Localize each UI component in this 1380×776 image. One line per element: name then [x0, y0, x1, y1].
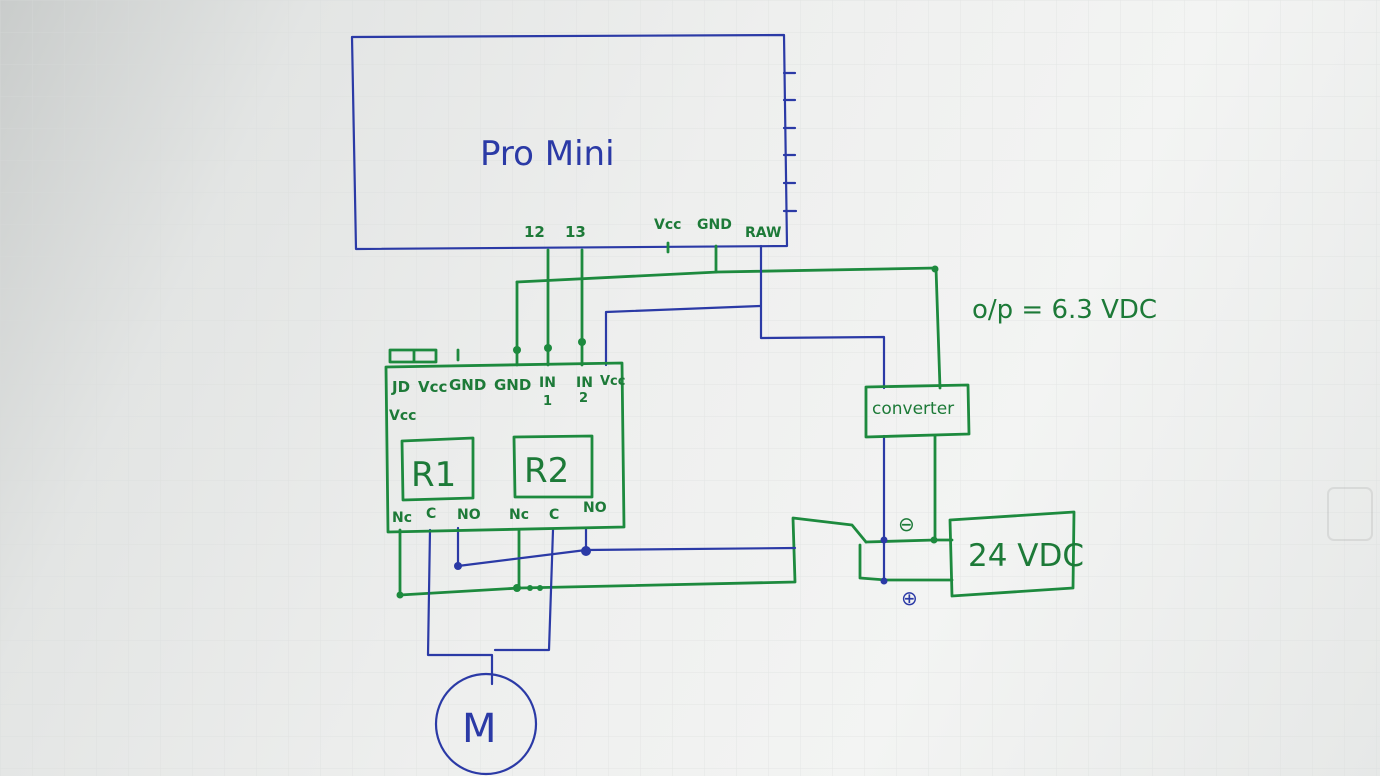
converter-label: converter: [872, 399, 954, 419]
converter-block: converter: [864, 383, 971, 439]
relay-r1-label: R1: [411, 455, 456, 495]
header-jd-vcc-label: Vcc: [389, 408, 416, 424]
header-vcc-label: Vcc: [418, 378, 447, 396]
pro-mini-board: Pro Mini: [350, 33, 798, 251]
relay-r2-box: [512, 434, 594, 499]
header-gnd2-label: GND: [494, 376, 531, 394]
header-jd-label: JD: [391, 378, 410, 396]
supply-plus-sign: ⊕: [901, 586, 918, 610]
contact-r1-nc: Nc: [392, 510, 412, 526]
supply-block: 24 VDC ⊖ ⊕: [898, 510, 1084, 610]
header-in1-label: IN: [539, 375, 556, 391]
relay-r2-label: R2: [524, 451, 569, 491]
board-pin-labels: 12 13 Vcc GND RAW: [524, 217, 781, 241]
junction-dots: [396, 265, 939, 599]
contact-r2-no: NO: [583, 500, 607, 516]
pin-13-label: 13: [565, 223, 586, 241]
contact-r2-nc: Nc: [509, 507, 529, 523]
output-voltage-note: o/p = 6.3 VDC: [972, 295, 1157, 325]
header-in2-label: IN: [576, 375, 593, 391]
motor-label: M: [462, 706, 497, 752]
header-gnd-label: GND: [449, 376, 486, 394]
blue-wiring: [426, 244, 886, 686]
motor: M: [434, 672, 538, 776]
supply-minus-sign: ⊖: [898, 512, 915, 536]
page-edge-mark: [1327, 487, 1373, 541]
relay-module: R1 R2: [384, 348, 626, 534]
contact-r1-no: NO: [457, 507, 481, 523]
board-label: Pro Mini: [480, 134, 615, 174]
header-vcc2-label: Vcc: [600, 374, 625, 389]
pin-vcc-label: Vcc: [654, 217, 681, 233]
pin-gnd-label: GND: [697, 217, 732, 233]
header-in2-number: 2: [579, 391, 588, 406]
pin-12-label: 12: [524, 223, 545, 241]
contact-r1-c: C: [426, 506, 436, 522]
pin-raw-label: RAW: [745, 225, 781, 241]
supply-label: 24 VDC: [968, 538, 1084, 574]
contact-r2-c: C: [549, 507, 559, 523]
header-in1-number: 1: [543, 394, 552, 409]
relay-contact-labels: Nc C NO Nc C NO: [392, 500, 607, 526]
relay-header-labels: JD Vcc Vcc GND GND IN 1 IN 2 Vcc: [389, 374, 625, 424]
relay-r1-box: [400, 436, 475, 502]
